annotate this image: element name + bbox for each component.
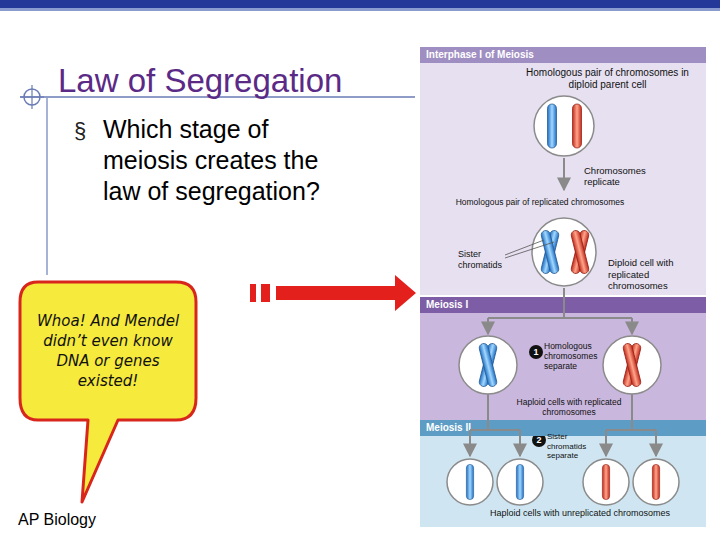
callout-circle: 1 (529, 345, 543, 359)
speech-bubble: Whoa! And Mendel didn’t even know DNA or… (18, 280, 198, 506)
annotation: Sister chromatids separate (547, 432, 601, 461)
replicated-cell (532, 218, 596, 286)
daughter-cell (447, 459, 493, 505)
top-bar (0, 0, 720, 8)
band-heading: Interphase I of Meiosis (420, 47, 706, 63)
annotation: Chromosomes replicate (584, 165, 662, 187)
daughter-cell (633, 459, 679, 505)
haploid-cell (603, 336, 661, 394)
annotation: Diploid cell with replicated chromosomes (608, 257, 704, 292)
pointer-arrow (250, 275, 416, 311)
top-bar-shade (0, 8, 720, 11)
flow-arrow (563, 158, 565, 190)
split-arrow (488, 288, 632, 334)
speech-text: Whoa! And Mendel didn’t even know DNA or… (30, 290, 186, 412)
annotation: Homologous chromosomes separate (544, 341, 604, 371)
stage-band: Interphase I of MeiosisHomologous pair o… (420, 47, 706, 295)
annotation: Sister chromatids (458, 249, 512, 271)
footer-text: AP Biology (18, 510, 96, 530)
leader-line (505, 240, 554, 258)
crosshair (31, 85, 32, 109)
parent-cell (534, 96, 594, 156)
daughter-cell (497, 459, 543, 505)
annotation: Homologous pair of replicated chromosome… (430, 197, 650, 207)
split-arrow (470, 394, 656, 456)
side-rule (46, 97, 48, 275)
band-heading: Meiosis I (420, 297, 706, 313)
haploid-cell (459, 336, 517, 394)
annotation: Haploid cells with unreplicated chromoso… (460, 508, 700, 519)
callout-number: 1 (529, 345, 543, 359)
stage-band: 2Meiosis IISister chromatids separateHap… (420, 420, 706, 527)
stage-band: 1 Meiosis I Homologous chromosomes separat… (420, 297, 706, 420)
bullet-glyph: § (74, 117, 86, 145)
bullet-text: Which stage of meiosis creates the law o… (103, 114, 353, 207)
daughter-cell (583, 459, 629, 505)
annotation: Haploid cells with replicated chromosome… (513, 397, 625, 417)
slide-title: Law of Segregation (58, 62, 342, 100)
annotation: Homologous pair of chromosomes in diploi… (525, 67, 690, 91)
